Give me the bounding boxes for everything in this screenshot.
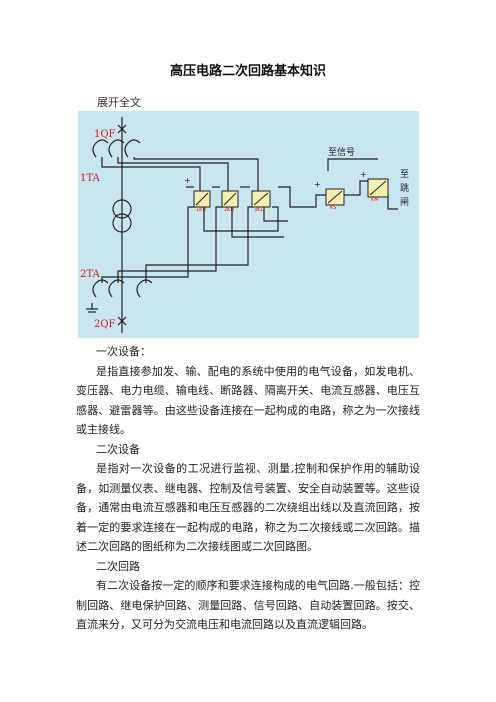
section-text-secondary-equipment: 是指对一次设备的工况进行监视、测量,控制和保护作用的辅助设备，如测量仪表、继电器… — [76, 462, 420, 553]
wire-to-signal — [327, 158, 378, 171]
label-2qf: 2QF — [94, 319, 116, 330]
circuit-diagram: 1QF 1TA 2TA 2QF 1KD 2KD 3KD KS KM + + + … — [78, 111, 419, 338]
wire-ct1-b — [117, 157, 229, 191]
section-text-primary-equipment: 是指直接参加发、输、配电的系统中使用的电气设备，如发电机、变压器、电力电缆、输电… — [76, 364, 420, 437]
section-heading-primary-equipment: 一次设备： — [96, 345, 151, 358]
label-relay-2kd: 2KD — [224, 207, 234, 213]
label-relay-ks: KS — [330, 205, 336, 211]
label-1qf: 1QF — [94, 129, 116, 140]
relay-2kd-contact — [223, 192, 237, 206]
label-plus-1: + — [184, 176, 191, 185]
wire-relay-bottom-3 — [263, 207, 288, 222]
section-heading-secondary-circuit: 二次回路 — [96, 559, 140, 573]
ct2-coil-c — [136, 279, 153, 298]
wire-to-ks — [278, 186, 326, 208]
wire-relay-bottom-1 — [203, 206, 279, 232]
relay-contacts — [195, 180, 387, 206]
dc-annotations: + + + 至信号 至 跳 闸 — [184, 146, 409, 208]
ct2-coil-a — [92, 279, 109, 298]
label-plus-3: + — [360, 170, 367, 179]
relay-boxes — [193, 178, 389, 208]
wire-ct1-c — [133, 157, 259, 191]
page-title: 高压电路二次回路基本知识 — [169, 64, 326, 79]
label-to-trip-2: 跳 — [400, 182, 409, 194]
relay-km-contact — [369, 180, 387, 196]
diagram-wiring — [86, 117, 398, 333]
label-to-trip-3: 闸 — [400, 197, 409, 208]
ct2-coil-b — [108, 279, 125, 298]
label-1ta: 1TA — [80, 173, 100, 184]
wire-ks-to-km — [344, 180, 368, 196]
wire-ct2-a — [101, 206, 196, 283]
diagram-labels: 1QF 1TA 2TA 2QF — [80, 129, 116, 330]
label-2ta: 2TA — [80, 269, 100, 280]
wire-relay-bottom-2 — [231, 207, 284, 238]
ct1-coil-c — [124, 139, 141, 158]
relay-labels: 1KD 2KD 3KD KS KM — [196, 197, 379, 213]
label-relay-1kd: 1KD — [196, 207, 206, 213]
label-to-signal: 至信号 — [328, 146, 355, 158]
relay-1kd-contact — [195, 192, 209, 206]
section-heading-secondary-equipment: 二次设备 — [96, 442, 140, 456]
wire-to-trip — [387, 193, 398, 210]
section-text-secondary-circuit: 有二次设备按一定的顺序和要求连接构成的电气回路.一般包括：控制回路、继电保护回路… — [76, 579, 420, 631]
transformer-winding-bottom — [112, 213, 132, 233]
transformer-winding-top — [112, 199, 132, 219]
breaker-2qf-mark-b — [117, 316, 127, 326]
ct1-coil-a — [92, 139, 109, 158]
wire-ct1-a — [101, 157, 201, 191]
label-relay-km: KM — [371, 197, 379, 203]
breaker-1qf-mark-b — [117, 124, 127, 134]
label-plus-2: + — [314, 180, 321, 189]
wire-ct2-b — [117, 206, 224, 283]
label-relay-3kd: 3KD — [254, 207, 264, 213]
expand-full-text-link[interactable]: 展开全文 — [97, 96, 141, 109]
ct1-coil-b — [108, 139, 125, 158]
relay-ks-contact — [327, 190, 343, 204]
circuit-diagram-svg: 1QF 1TA 2TA 2QF 1KD 2KD 3KD KS KM + + + … — [80, 117, 409, 333]
label-to-trip-1: 至 — [400, 169, 409, 180]
article-body: 一次设备： 是指直接参加发、输、配电的系统中使用的电气设备，如发电机、变压器、电… — [76, 342, 420, 635]
wire-ct2-c — [145, 206, 254, 283]
relay-3kd-contact — [253, 192, 269, 206]
